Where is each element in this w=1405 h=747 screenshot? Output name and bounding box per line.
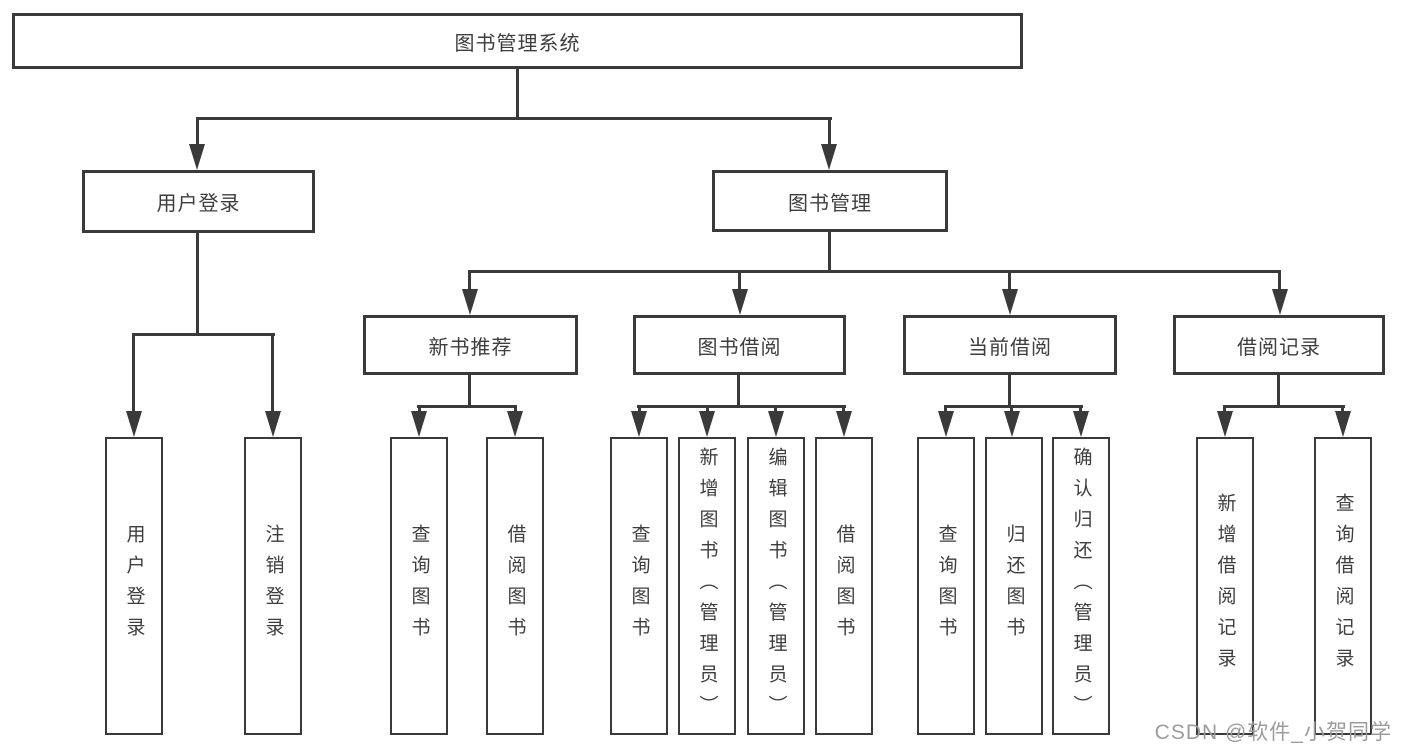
arrow-down-icon	[507, 411, 523, 437]
node-root: 图书管理系统	[12, 13, 1023, 69]
connector-segment	[1008, 373, 1011, 408]
connector-segment	[774, 405, 777, 413]
leaf-query-borrow-record: 查询借阅记录	[1314, 437, 1372, 735]
connector-segment	[516, 68, 519, 118]
leaf-edit-book-admin: 编辑图书（管理员）	[747, 437, 805, 735]
leaf-query-books-current: 查询图书	[917, 437, 975, 735]
connector-segment	[1341, 405, 1344, 413]
arrow-down-icon	[1272, 289, 1288, 315]
arrow-down-icon	[1073, 411, 1089, 437]
arrow-down-icon	[265, 411, 281, 437]
connector-segment	[828, 230, 831, 273]
arrow-down-icon	[938, 411, 954, 437]
leaf-query-books-recommend: 查询图书	[390, 437, 448, 735]
leaf-borrow-books-recommend: 借阅图书	[486, 437, 544, 735]
connector-segment	[196, 117, 199, 147]
connector-segment	[1223, 405, 1226, 413]
connector-segment	[842, 405, 845, 413]
leaf-query-books-borrowing: 查询图书	[610, 437, 668, 735]
arrow-down-icon	[699, 411, 715, 437]
node-user-login: 用户登录	[82, 170, 315, 233]
node-new-book-recommendation: 新书推荐	[363, 315, 578, 375]
connector-segment	[1223, 405, 1345, 408]
node-book-management: 图书管理	[712, 170, 948, 232]
connector-segment	[418, 405, 421, 413]
arrow-down-icon	[768, 411, 784, 437]
watermark: CSDN @软件_小贺同学	[1154, 721, 1392, 744]
connector-segment	[1079, 405, 1082, 413]
arrow-down-icon	[1217, 411, 1233, 437]
connector-segment	[196, 117, 832, 120]
leaf-user-login: 用户登录	[105, 437, 163, 735]
arrow-down-icon	[411, 411, 427, 437]
connector-segment	[944, 405, 947, 413]
leaf-return-books: 归还图书	[985, 437, 1043, 735]
leaf-logout: 注销登录	[244, 437, 302, 735]
connector-segment	[468, 270, 1281, 273]
connector-segment	[1278, 270, 1281, 291]
connector-segment	[944, 405, 1083, 408]
connector-segment	[1010, 405, 1013, 413]
node-borrowing-records: 借阅记录	[1173, 315, 1385, 375]
connector-segment	[1277, 373, 1280, 408]
leaf-add-borrow-record: 新增借阅记录	[1196, 437, 1254, 735]
arrow-down-icon	[189, 144, 205, 170]
connector-segment	[706, 405, 709, 413]
connector-segment	[196, 231, 199, 335]
arrow-down-icon	[631, 411, 647, 437]
arrow-down-icon	[1002, 289, 1018, 315]
connector-segment	[638, 405, 641, 413]
connector-segment	[132, 333, 135, 413]
arrow-down-icon	[836, 411, 852, 437]
arrow-down-icon	[126, 411, 142, 437]
connector-segment	[737, 373, 740, 408]
node-current-borrowing: 当前借阅	[903, 315, 1117, 375]
connector-segment	[468, 270, 471, 291]
arrow-down-icon	[1004, 411, 1020, 437]
connector-segment	[514, 405, 517, 413]
connector-segment	[468, 373, 471, 408]
connector-segment	[1008, 270, 1011, 291]
arrow-down-icon	[462, 289, 478, 315]
connector-segment	[738, 270, 741, 291]
connector-segment	[271, 333, 274, 413]
leaf-confirm-return-admin: 确认归还（管理员）	[1052, 437, 1110, 735]
leaf-add-book-admin: 新增图书（管理员）	[678, 437, 736, 735]
node-book-borrowing: 图书借阅	[633, 315, 846, 375]
connector-segment	[828, 117, 831, 147]
arrow-down-icon	[1335, 411, 1351, 437]
connector-segment	[132, 333, 275, 336]
arrow-down-icon	[821, 144, 837, 170]
connector-segment	[417, 405, 517, 408]
connector-segment	[637, 405, 846, 408]
arrow-down-icon	[732, 289, 748, 315]
leaf-borrow-books-borrowing: 借阅图书	[815, 437, 873, 735]
